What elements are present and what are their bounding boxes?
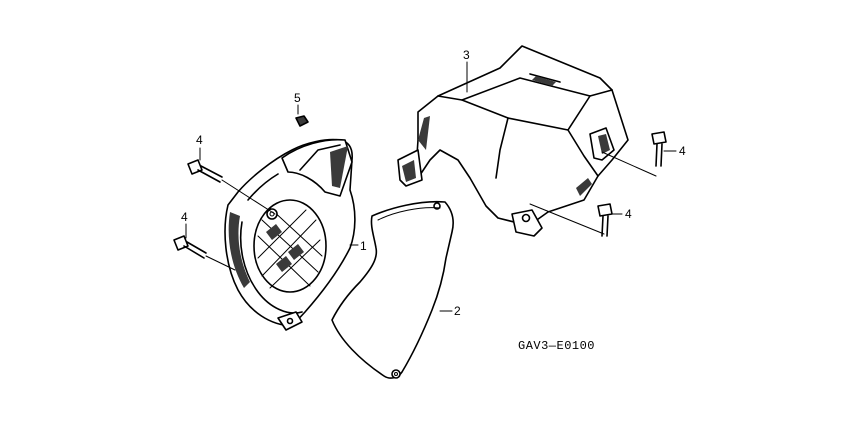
bolt-part-4-lower-left: [173, 235, 236, 271]
nut-part-5: [295, 115, 309, 127]
callout-part-4-lower-left: 4: [181, 210, 188, 224]
shroud-part-3: [397, 45, 629, 237]
bolt-part-4-right-upper: [651, 131, 667, 167]
leader-lines: [185, 61, 677, 312]
callout-part-5: 5: [294, 91, 301, 105]
fan-cover-part-1: [224, 138, 356, 331]
bolt-part-4-right-lower: [597, 203, 613, 237]
callout-part-4-right-upper: 4: [679, 144, 686, 158]
callout-part-1: 1: [360, 239, 367, 253]
fan-grille: [257, 207, 323, 289]
bolt-part-4-upper-left: [187, 159, 276, 215]
callout-part-2: 2: [454, 304, 461, 318]
callout-part-4-right-lower: 4: [625, 207, 632, 221]
callout-part-3: 3: [463, 48, 470, 62]
gasket-part-2: [331, 200, 454, 379]
callout-part-4-upper-left: 4: [196, 133, 203, 147]
figure-code: GAV3—E0100: [518, 339, 595, 353]
